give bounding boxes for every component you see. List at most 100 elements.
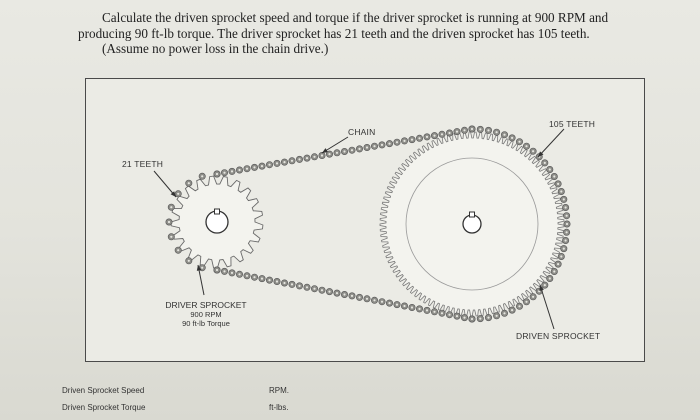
chain-pin: [305, 286, 309, 289]
chain-pin: [253, 166, 256, 169]
chain-pin: [230, 271, 234, 274]
driven-teeth-label: 105 TEETH: [549, 119, 596, 129]
answer-section: Driven Sprocket Speed RPM. Driven Sprock…: [62, 386, 362, 420]
chain-pin: [425, 135, 429, 138]
chain-pin: [335, 292, 339, 295]
chain-pin: [358, 296, 361, 299]
chain-pin: [553, 175, 556, 178]
chain-pin: [253, 276, 256, 279]
chain-pin: [343, 293, 346, 296]
problem-statement: Calculate the driven sprocket speed and …: [78, 10, 678, 57]
chain-pin: [548, 168, 551, 171]
chain-pin: [380, 300, 384, 303]
chain-pin: [328, 290, 331, 293]
chain-pin: [410, 138, 414, 141]
speed-label: Driven Sprocket Speed: [62, 386, 145, 395]
chain-pin: [503, 312, 506, 315]
chain-pin: [470, 127, 474, 131]
driver-sprocket: [170, 175, 264, 269]
chain-pin: [343, 150, 346, 153]
chain-pin: [328, 153, 331, 156]
chain-pin: [463, 129, 466, 132]
driver-sprocket-rpm: 900 RPM: [190, 310, 222, 319]
chain-pin: [518, 140, 521, 143]
torque-unit: ft-lbs.: [269, 403, 289, 412]
chain-pin: [373, 145, 376, 148]
chain-pin: [373, 299, 376, 302]
chain-pin: [448, 131, 451, 135]
chain-pin: [511, 136, 514, 139]
chain-pin: [215, 172, 219, 176]
driver-teeth-arrow-head: [170, 191, 176, 197]
chain-pin: [455, 315, 459, 318]
chain-pin: [298, 284, 301, 287]
chain-arrow-head: [322, 148, 328, 153]
chain-pin: [320, 289, 324, 292]
chain-pin: [223, 270, 226, 273]
chain-pin: [440, 133, 444, 136]
chain-pin: [562, 198, 565, 201]
chain: [165, 125, 571, 323]
chain-pin: [410, 306, 414, 309]
chain-pin: [440, 312, 444, 315]
chain-pin: [201, 175, 204, 178]
chain-pin: [260, 165, 264, 168]
chain-pin: [238, 168, 241, 172]
chain-pin: [495, 131, 498, 134]
driver-sprocket-torque: 90 ft-lb Torque: [182, 319, 230, 328]
chain-pin: [525, 300, 528, 303]
driver-teeth-label: 21 TEETH: [122, 159, 164, 169]
chain-label: CHAIN: [348, 127, 376, 137]
torque-label: Driven Sprocket Torque: [62, 403, 146, 412]
speed-unit: RPM.: [269, 386, 289, 395]
chain-pin: [298, 158, 301, 161]
chain-pin: [403, 139, 406, 142]
chain-pin: [532, 295, 535, 298]
driven-teeth-arrow: [537, 128, 565, 158]
problem-note: (Assume no power loss in the chain drive…: [102, 41, 329, 56]
chain-pin: [564, 239, 567, 242]
answer-row-torque: Driven Sprocket Torque ft-lbs.: [62, 403, 362, 420]
chain-pin: [305, 157, 309, 160]
chain-pin: [487, 316, 490, 319]
label-arrows: [153, 128, 565, 330]
chain-pin: [388, 142, 391, 145]
chain-pin: [553, 270, 556, 273]
chain-pin: [223, 171, 226, 174]
chain-pin: [543, 284, 546, 287]
chain-pin: [433, 134, 436, 137]
chain-pin: [557, 182, 560, 185]
chain-pin: [313, 287, 316, 290]
driver-sprocket-keyway: [214, 208, 220, 215]
chain-pin: [560, 255, 563, 258]
chain-pin: [565, 222, 569, 226]
chain-pin: [283, 281, 286, 285]
chain-pin: [463, 316, 466, 319]
chain-pin: [290, 283, 294, 286]
driven-sprocket: [379, 131, 565, 317]
sprocket-diagram: CHAIN 21 TEETH 105 TEETH DRIVER SPROCKET…: [85, 78, 645, 362]
chain-pin: [283, 161, 286, 164]
problem-line-1: Calculate the driven sprocket speed and …: [102, 10, 609, 25]
chain-pin: [260, 277, 264, 280]
chain-pin: [320, 154, 324, 157]
chain-pin: [201, 266, 204, 269]
chain-pin: [268, 279, 271, 282]
chain-pin: [313, 155, 316, 158]
chain-pin: [380, 143, 384, 146]
chain-pin: [455, 130, 459, 133]
chain-pin: [245, 167, 249, 170]
chain-pin: [350, 294, 354, 297]
chain-pin: [418, 137, 421, 140]
chain-pin: [448, 313, 451, 316]
chain-pin: [238, 273, 241, 276]
driven-sprocket-arrow-head: [539, 285, 544, 291]
chain-pin: [170, 235, 173, 238]
chain-pin: [177, 249, 180, 252]
driven-sprocket-arrow: [539, 284, 555, 330]
chain-pin: [365, 146, 369, 149]
chain-pin: [365, 297, 369, 300]
chain-pin: [388, 302, 391, 305]
chain-pin: [358, 147, 361, 150]
